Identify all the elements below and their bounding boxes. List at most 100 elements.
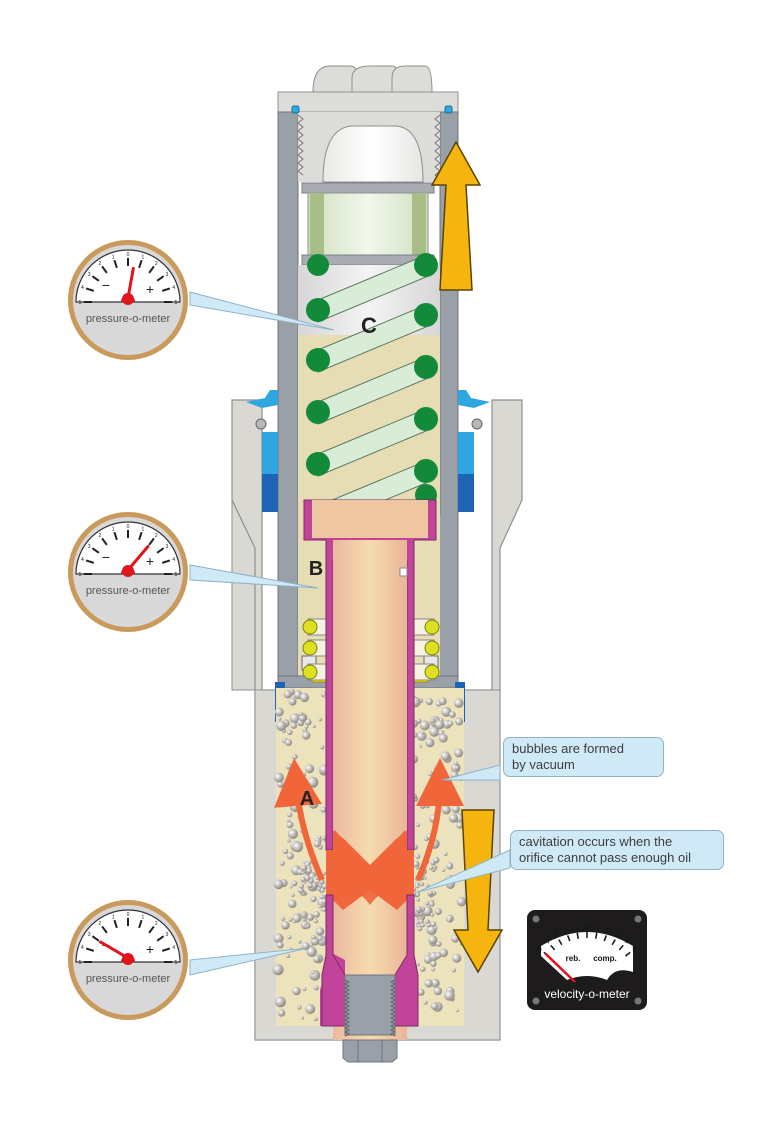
velocity-tick-label: 3 bbox=[616, 933, 620, 939]
bubble bbox=[278, 717, 282, 721]
bubble bbox=[298, 940, 302, 944]
gauge-tick bbox=[113, 531, 118, 541]
gauge-face bbox=[75, 909, 181, 963]
bubble bbox=[309, 969, 321, 981]
bubble bbox=[456, 821, 464, 829]
bumper bbox=[301, 182, 435, 266]
bubble bbox=[435, 720, 445, 730]
gauge-tick-label: 0 bbox=[127, 912, 130, 918]
bubble bbox=[425, 919, 430, 924]
bubble bbox=[420, 731, 425, 735]
bubble bbox=[288, 899, 297, 909]
gauge-tick bbox=[161, 287, 171, 292]
bubble bbox=[431, 967, 435, 972]
bubble bbox=[307, 882, 313, 889]
bubble bbox=[283, 690, 293, 699]
bubble bbox=[451, 805, 460, 814]
bubble bbox=[425, 901, 430, 906]
gauge-tick bbox=[148, 537, 155, 546]
velocity-meter-face bbox=[541, 932, 633, 980]
gauge-pivot-cap bbox=[122, 565, 134, 577]
bubble bbox=[315, 927, 325, 936]
bubble bbox=[297, 887, 304, 894]
bubble bbox=[273, 933, 284, 944]
bubble bbox=[423, 876, 427, 880]
small-spring-wire bbox=[424, 619, 440, 635]
gauge-tick bbox=[91, 275, 100, 282]
bubble bbox=[430, 718, 435, 723]
bubble bbox=[441, 805, 451, 815]
bubble bbox=[289, 885, 293, 889]
bubble bbox=[306, 946, 317, 957]
bubble bbox=[287, 819, 291, 823]
bubble bbox=[438, 733, 448, 743]
spring-wire-top bbox=[307, 254, 329, 276]
gauge-tick bbox=[85, 947, 95, 952]
bubble bbox=[417, 988, 425, 996]
bubble-field bbox=[272, 688, 467, 1022]
velocity-tick-label: 2 bbox=[564, 929, 568, 935]
secondary-spring bbox=[302, 618, 440, 681]
gauge-tick-label: 3 bbox=[165, 544, 168, 550]
bubble bbox=[299, 692, 309, 703]
bubble bbox=[306, 867, 312, 874]
bubble bbox=[299, 711, 304, 716]
bubble bbox=[286, 821, 294, 829]
up-arrow bbox=[430, 140, 482, 291]
bubble bbox=[287, 769, 293, 775]
gauge-tick-label: 0 bbox=[127, 252, 130, 258]
gauge-minus-sign: − bbox=[102, 277, 110, 293]
gauge-tick-label: 1 bbox=[112, 914, 115, 920]
velocity-tick-label: 4 bbox=[546, 939, 550, 945]
spring-coil bbox=[306, 407, 438, 477]
bubble bbox=[292, 986, 301, 996]
gauge-tick bbox=[113, 919, 118, 929]
bubble bbox=[429, 901, 435, 907]
bubble bbox=[272, 964, 284, 976]
callout-bubbles-line1: bubbles are formed bbox=[512, 741, 625, 756]
bubble bbox=[313, 1017, 318, 1022]
gauge-tick bbox=[113, 259, 118, 269]
bubble bbox=[313, 911, 320, 918]
bubble bbox=[299, 883, 304, 889]
velocity-tick bbox=[611, 939, 616, 946]
callout-cavitation: cavitation occurs when the orifice canno… bbox=[510, 830, 724, 870]
flow-arrows bbox=[274, 758, 464, 882]
bubble bbox=[430, 960, 437, 967]
gauge-plus-sign: + bbox=[146, 941, 154, 957]
piston-assembly bbox=[303, 499, 437, 1063]
gauge-tick bbox=[148, 925, 155, 934]
velocity-meter-screw bbox=[532, 997, 540, 1005]
callout-bubbles-line2: by vacuum bbox=[512, 757, 575, 772]
velocity-meter-label: velocity-o-meter bbox=[544, 987, 629, 1001]
bubble bbox=[313, 918, 319, 924]
small-spring-wire bbox=[424, 640, 440, 656]
spring-coil bbox=[306, 303, 438, 373]
bubble bbox=[448, 813, 459, 823]
bubble bbox=[416, 962, 420, 967]
bubble bbox=[311, 971, 315, 975]
gauge-tick-label: 2 bbox=[98, 921, 101, 927]
gauge-tick-label: 4 bbox=[172, 945, 175, 951]
bubble bbox=[287, 828, 298, 840]
gauge-pivot-cap bbox=[122, 293, 134, 305]
spring-coil bbox=[306, 355, 438, 425]
gauge-tick-label: 1 bbox=[141, 254, 144, 260]
bubble bbox=[285, 739, 293, 746]
chamber-a bbox=[272, 688, 467, 1026]
gauge-tick-label: 5 bbox=[175, 572, 178, 578]
callout-bubbles: bubbles are formed by vacuum bbox=[503, 737, 664, 777]
bubble bbox=[273, 772, 284, 783]
gauge-tick-label: 4 bbox=[172, 285, 175, 291]
chamber-label-a: A bbox=[300, 788, 314, 810]
bubble bbox=[292, 920, 296, 924]
bubble bbox=[301, 772, 307, 777]
bubble bbox=[430, 912, 435, 917]
bubble bbox=[426, 785, 438, 796]
bubble bbox=[420, 966, 426, 972]
bubble bbox=[291, 880, 298, 887]
bubble bbox=[419, 802, 426, 809]
gauge-tick bbox=[85, 287, 95, 292]
spring-wire-right bbox=[414, 303, 438, 327]
